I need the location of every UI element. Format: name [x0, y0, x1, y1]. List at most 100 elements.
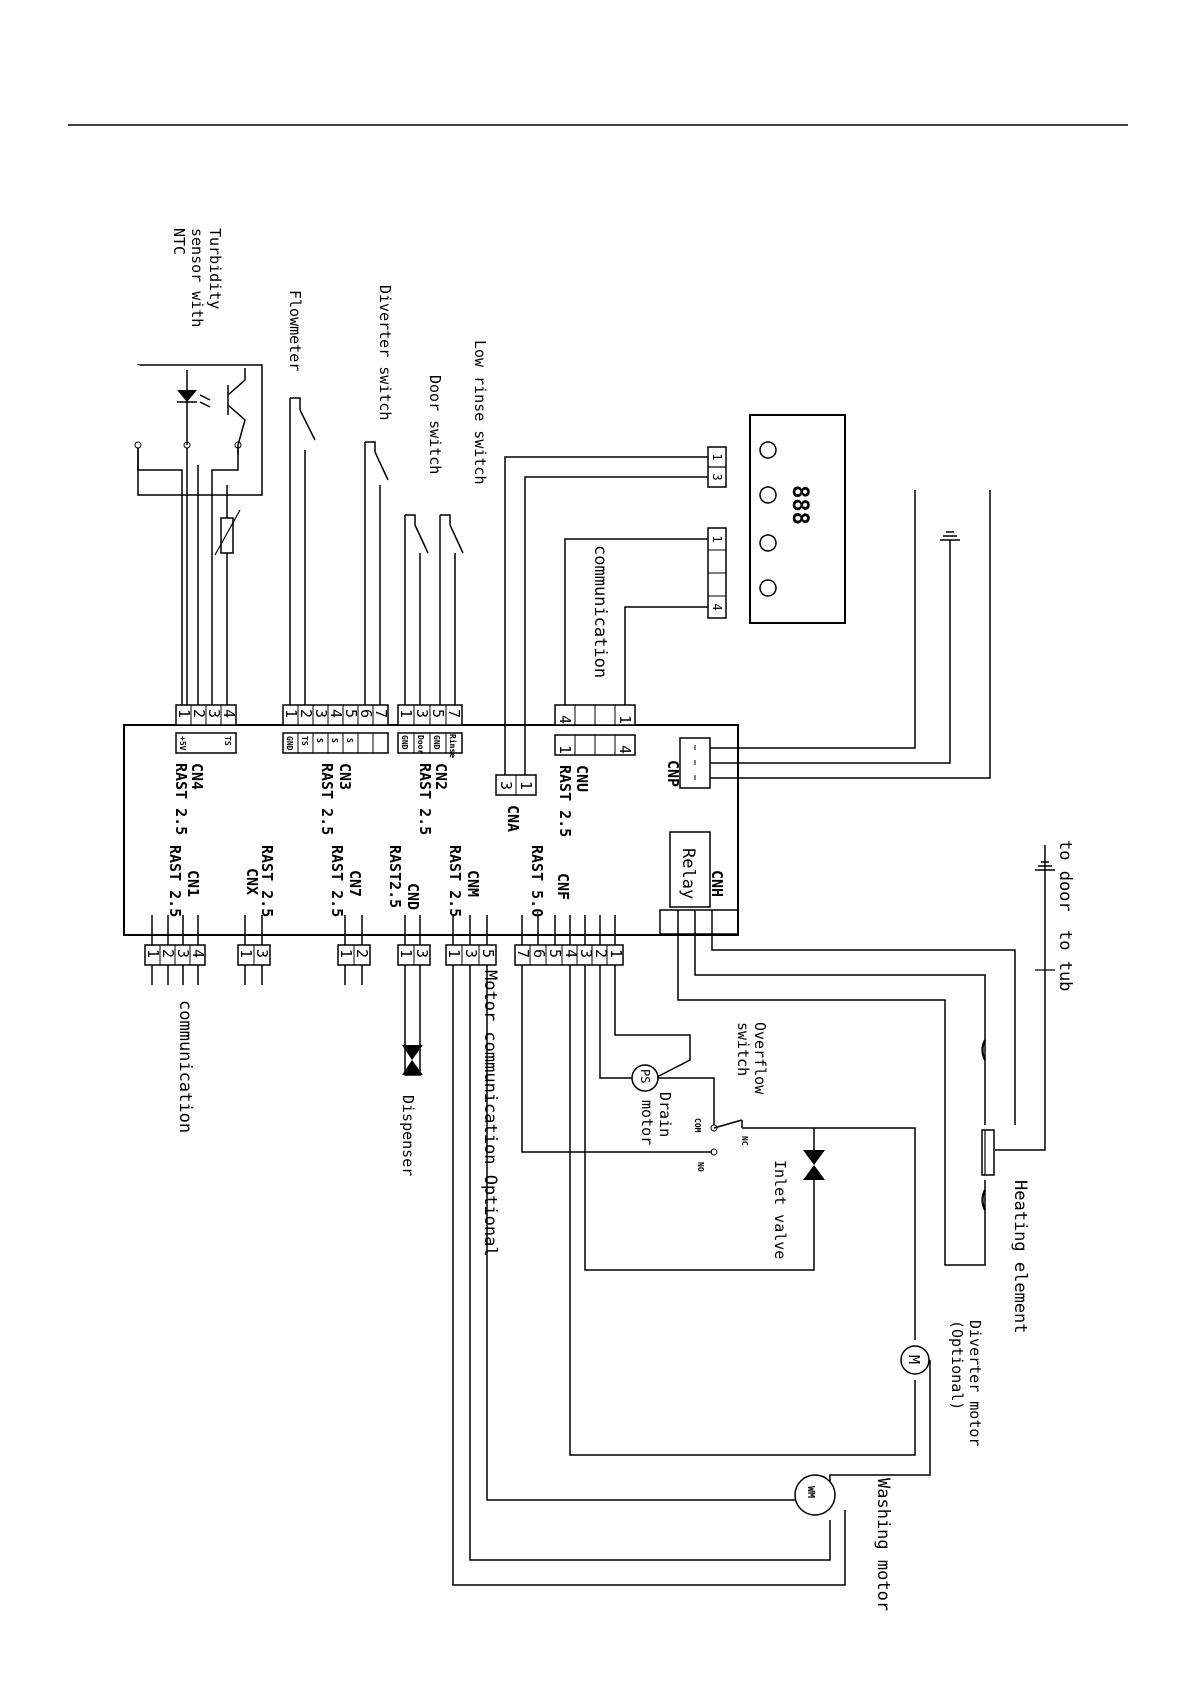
display-button — [759, 441, 777, 459]
display-button — [759, 534, 777, 552]
display-button — [759, 579, 777, 597]
svg-text:NTC: NTC — [170, 228, 188, 255]
svg-text:S: S — [345, 738, 354, 743]
svg-text:CNH: CNH — [708, 870, 726, 897]
svg-text:CNU: CNU — [573, 765, 591, 792]
svg-text:3: 3 — [497, 781, 515, 790]
svg-text:Drain: Drain — [656, 1092, 674, 1137]
svg-text:GND: GND — [285, 736, 294, 751]
svg-text:Door: Door — [416, 735, 425, 754]
door-switch — [404, 514, 429, 705]
svg-text:WM: WM — [805, 1486, 816, 1498]
svg-text:7: 7 — [445, 709, 463, 718]
svg-text:4: 4 — [616, 745, 634, 754]
svg-text:motor: motor — [638, 1100, 656, 1145]
svg-text:2: 2 — [159, 949, 177, 958]
motor-communication-label: Motor communication Optional — [480, 970, 500, 1257]
svg-text:1: 1 — [397, 949, 415, 958]
svg-text:CN7: CN7 — [346, 870, 364, 897]
to-door-label: to door — [1055, 840, 1075, 912]
cnp-connector: CNP — [664, 737, 711, 789]
svg-text:1: 1 — [607, 949, 625, 958]
svg-text:TS: TS — [223, 736, 232, 746]
dispenser-label: Dispenser — [399, 1095, 417, 1176]
to-tub-label: to tub — [1055, 930, 1075, 991]
ground-symbol — [1035, 861, 1055, 971]
svg-text:1: 1 — [337, 949, 355, 958]
diverter-switch — [364, 441, 389, 705]
svg-text:sensor with: sensor with — [188, 228, 206, 327]
svg-text:2: 2 — [297, 709, 315, 718]
svg-text:3: 3 — [462, 949, 480, 958]
svg-text:3: 3 — [413, 709, 431, 718]
svg-text:5: 5 — [429, 709, 447, 718]
seven-segment-display: 888 — [787, 485, 812, 525]
svg-text:1: 1 — [517, 781, 535, 790]
svg-text:4: 4 — [220, 709, 238, 718]
communication-label-top: communication — [590, 545, 610, 678]
svg-text:6: 6 — [530, 949, 548, 958]
flowmeter-switch — [289, 397, 316, 705]
cn2-connector: 1 3 5 7 GND Door GND Rinse CN2 RAST 2.5 — [397, 704, 463, 835]
svg-text:COM: COM — [693, 1118, 702, 1133]
cnu-connector: 4 1 1 4 CNU RAST 2.5 — [554, 704, 636, 837]
heating-element-label: Heating element — [1010, 1180, 1030, 1334]
svg-text:TS: TS — [300, 736, 309, 746]
washing-motor: WM — [794, 1474, 836, 1516]
svg-text:CNX: CNX — [243, 868, 261, 895]
svg-text:CNP: CNP — [664, 760, 682, 787]
svg-text:3: 3 — [312, 709, 330, 718]
svg-text:CND: CND — [404, 883, 422, 910]
svg-text:4: 4 — [562, 949, 580, 958]
display-button — [759, 486, 777, 504]
cn7-connector: 1 2 CN7 RAST 2.5 — [328, 845, 371, 985]
svg-text:1: 1 — [616, 715, 634, 724]
low-rinse-switch — [439, 514, 464, 705]
svg-text:NO: NO — [696, 1162, 705, 1172]
svg-text:3: 3 — [205, 709, 223, 718]
svg-text:4: 4 — [327, 709, 345, 718]
svg-text:NC: NC — [740, 1136, 749, 1146]
drain-pump: PS — [631, 1064, 659, 1092]
door-switch-label: Door switch — [426, 375, 444, 474]
svg-text:Overflow: Overflow — [751, 1022, 769, 1095]
cnd-connector: 1 3 CND RAST2.5 — [386, 845, 431, 966]
svg-text:5: 5 — [479, 949, 497, 958]
svg-text:CNA: CNA — [504, 805, 522, 832]
inlet-valve — [584, 965, 870, 1271]
svg-text:2: 2 — [592, 949, 610, 958]
svg-text:RAST 2.5: RAST 2.5 — [258, 845, 276, 917]
svg-text:+5V: +5V — [178, 736, 187, 751]
svg-text:1: 1 — [144, 949, 162, 958]
svg-text:Inlet valve: Inlet valve — [771, 1160, 789, 1259]
svg-text:1: 1 — [556, 745, 574, 754]
svg-text:RAST 2.5: RAST 2.5 — [416, 763, 434, 835]
svg-text:Turbidity: Turbidity — [206, 228, 224, 309]
ground-symbol — [940, 531, 960, 541]
svg-text:1: 1 — [175, 709, 193, 718]
svg-text:3: 3 — [253, 949, 271, 958]
display-cna-connector: 1 3 — [707, 446, 727, 488]
svg-text:RAST 2.5: RAST 2.5 — [556, 765, 574, 837]
ntc-resistor — [220, 517, 234, 554]
svg-text:CN3: CN3 — [336, 763, 354, 790]
svg-text:CN2: CN2 — [432, 763, 450, 790]
svg-text:4: 4 — [189, 949, 207, 958]
diverter-motor: M — [900, 1345, 930, 1375]
svg-text:Relay: Relay — [678, 848, 698, 899]
svg-text:5: 5 — [342, 709, 360, 718]
svg-text:PS: PS — [638, 1069, 652, 1083]
washing-motor-label: Washing motor — [873, 1478, 893, 1611]
svg-text:1: 1 — [710, 453, 724, 460]
svg-text:1: 1 — [445, 949, 463, 958]
svg-text:M: M — [905, 1355, 923, 1364]
svg-text:4: 4 — [710, 603, 724, 610]
svg-text:RAST 2.5: RAST 2.5 — [328, 845, 346, 917]
communication-label-bottom: communication — [175, 1000, 195, 1133]
display-panel: 888 — [749, 414, 846, 624]
svg-text:1: 1 — [397, 709, 415, 718]
heating-element — [981, 845, 1046, 1211]
svg-text:1: 1 — [282, 709, 300, 718]
cna-connector: 3 1 CNA — [495, 774, 537, 832]
svg-text:CNM: CNM — [464, 870, 482, 897]
